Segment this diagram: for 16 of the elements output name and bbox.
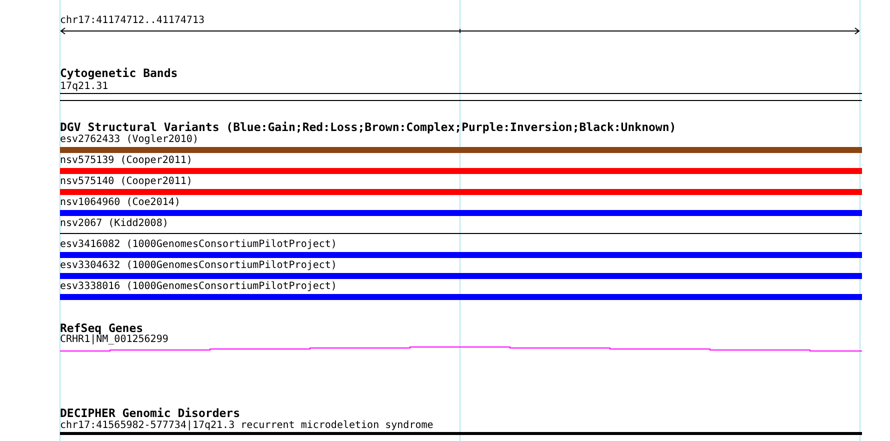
variant-label: esv2762433 (Vogler2010) xyxy=(60,134,198,146)
variant-label: nsv575140 (Cooper2011) xyxy=(60,176,192,188)
band-label: 17q21.31 xyxy=(60,81,108,93)
variant-label: nsv2067 (Kidd2008) xyxy=(60,218,168,230)
track-title: Cytogenetic Bands xyxy=(60,67,178,80)
variant-label: nsv1064960 (Coe2014) xyxy=(60,197,180,209)
track-title: DECIPHER Genomic Disorders xyxy=(60,407,240,420)
track-title: RefSeq Genes xyxy=(60,322,144,335)
variant-label: esv3416082 (1000GenomesConsortiumPilotProject) xyxy=(60,239,337,251)
variant-label: esv3338016 (1000GenomesConsortiumPilotProject) xyxy=(60,281,337,293)
coord-label: chr17:41174712..41174713 xyxy=(60,15,204,27)
variant-label: nsv575139 (Cooper2011) xyxy=(60,155,192,167)
track-title: DGV Structural Variants (Blue:Gain;Red:Loss;Brown:Complex;Purple:Inversion;Black:Unknown) xyxy=(60,121,676,134)
gene-label: CRHR1|NM_001256299 xyxy=(60,334,168,346)
disorder-label: chr17:41565982-577734|17q21.3 recurrent microdeletion syndrome xyxy=(60,420,434,432)
variant-label: esv3304632 (1000GenomesConsortiumPilotProject) xyxy=(60,260,337,272)
